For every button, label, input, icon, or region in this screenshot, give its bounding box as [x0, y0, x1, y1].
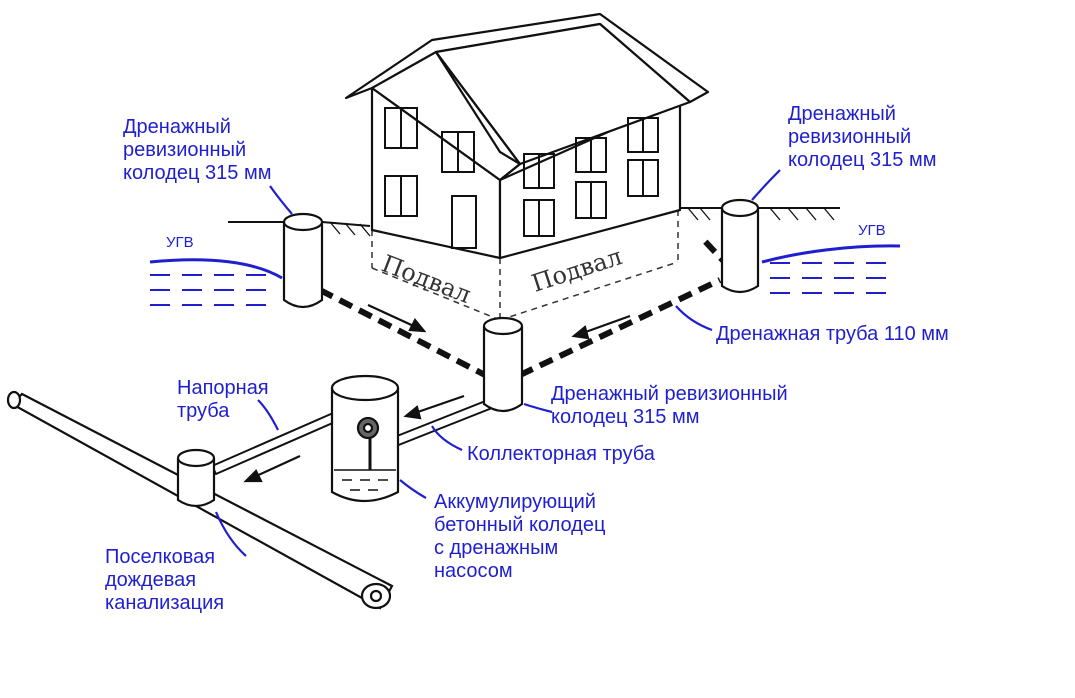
accumulating-well [330, 374, 400, 502]
leader-lines [214, 169, 781, 557]
label-well-center: Дренажный ревизионный колодец 315 мм [551, 383, 788, 428]
groundwater-left [149, 258, 283, 306]
label-accumulating-well: Аккумулирующий бетонный колодец с дренаж… [434, 491, 606, 582]
house [344, 12, 710, 260]
basement-outline [371, 210, 679, 321]
groundwater-right [761, 244, 901, 294]
label-ugv-left: УГВ [166, 234, 194, 251]
label-pressure-pipe: Напорная труба [177, 377, 269, 422]
well-center [482, 316, 524, 413]
label-well-right: Дренажный ревизионный колодец 315 мм [788, 103, 937, 171]
flow-arrows [243, 304, 631, 483]
house-windows [384, 107, 659, 249]
basement-label-right: Подвал [528, 242, 625, 297]
label-well-left: Дренажный ревизионный колодец 315 мм [123, 116, 272, 184]
label-collector-pipe: Коллекторная труба [467, 443, 655, 465]
basement-label-left: Подвал [378, 249, 475, 309]
ground-hatch [329, 207, 835, 237]
label-village-sewer: Поселковая дождевая канализация [105, 546, 225, 614]
label-ugv-right: УГВ [858, 222, 886, 239]
well-left [282, 212, 324, 309]
label-drain-pipe: Дренажная труба 110 мм [716, 323, 949, 345]
drain-pipes [318, 233, 733, 378]
well-right [720, 198, 760, 294]
sewer-riser [176, 448, 216, 508]
